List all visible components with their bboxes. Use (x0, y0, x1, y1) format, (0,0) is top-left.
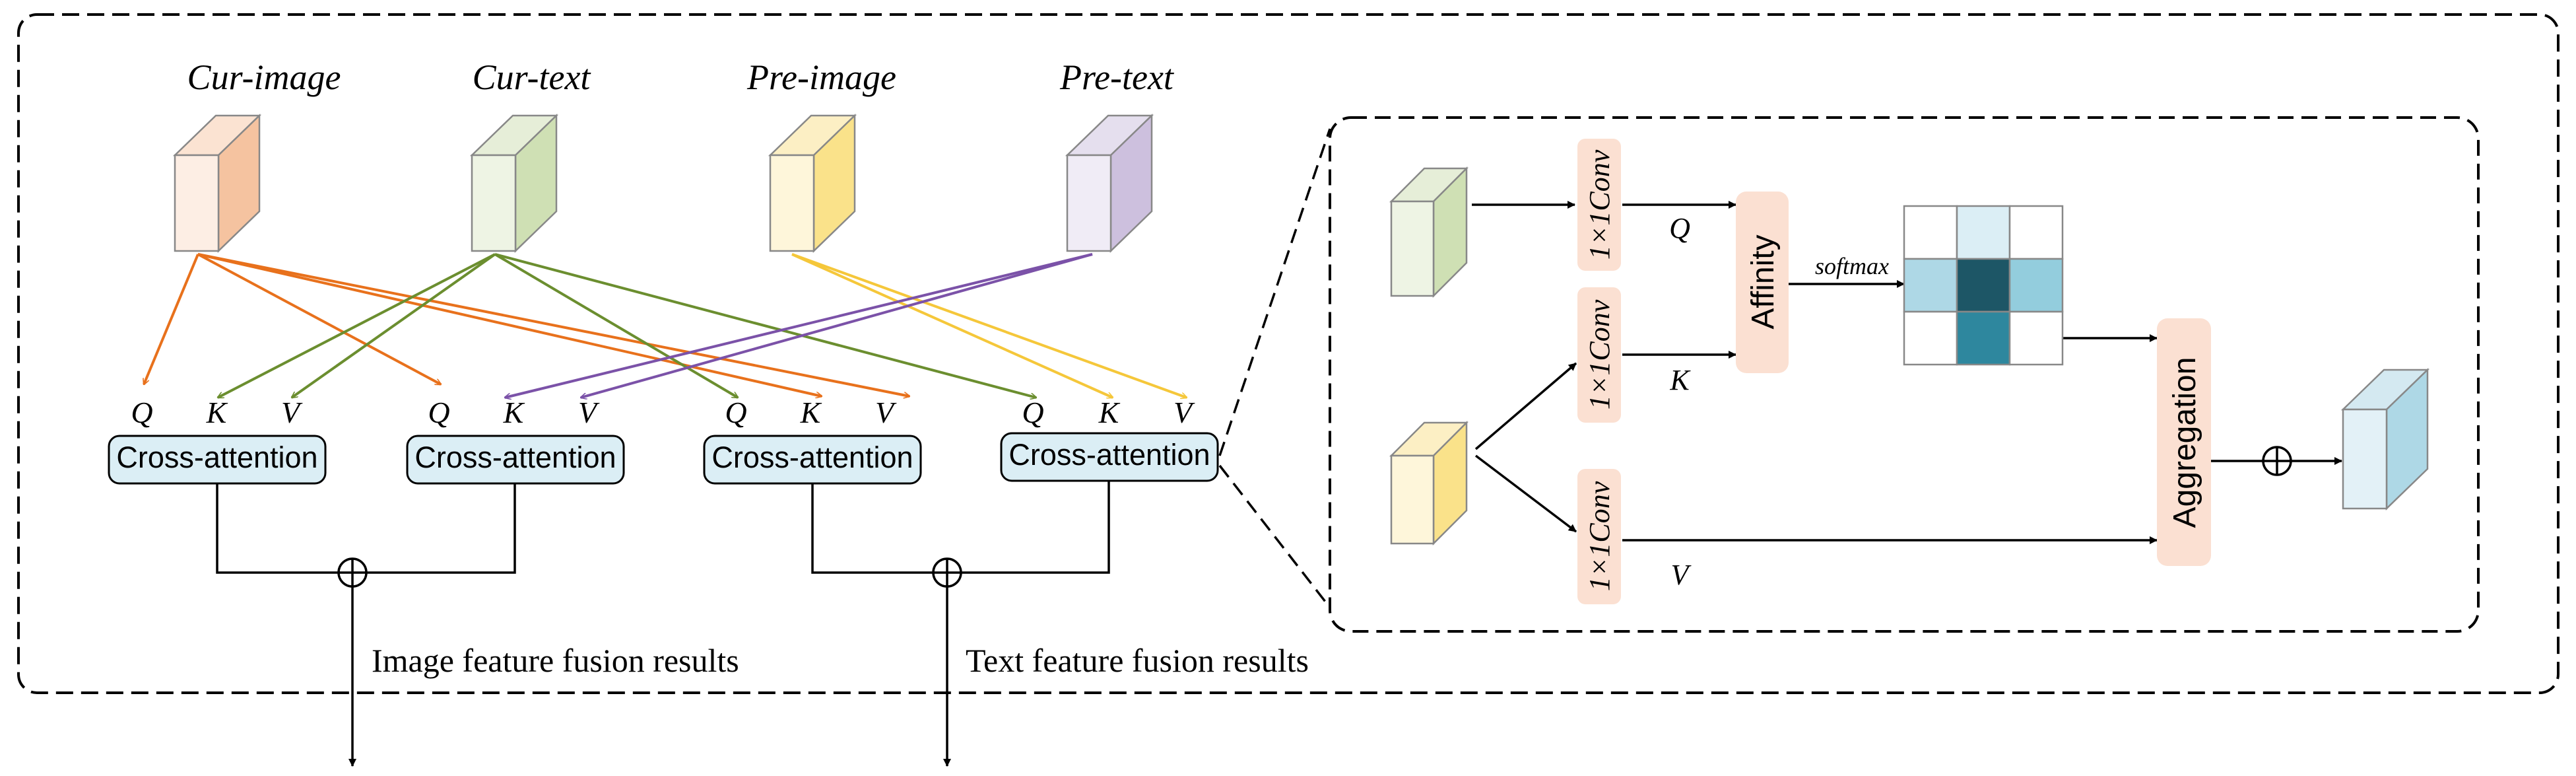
cross-attention-label-4: Cross-attention (1008, 438, 1210, 472)
conv-v-box: 1×1Conv (1577, 469, 1621, 604)
cross-attention-label-3: Cross-attention (711, 441, 913, 474)
cross-attention-block-1: Cross-attention (108, 435, 327, 485)
cross-attention-label-2: Cross-attention (414, 441, 616, 474)
v-label-1: V (281, 396, 303, 429)
pre-text-arrows (505, 253, 1093, 398)
text-fusion-label: Text feature fusion results (966, 642, 1309, 679)
softmax-label: softmax (1815, 253, 1889, 279)
q-label-2: Q (428, 396, 449, 429)
detail-output-cube (2340, 368, 2430, 511)
image-fusion-plus-icon (337, 557, 368, 588)
cross-attention-block-4: Cross-attention (1000, 432, 1219, 482)
detail-arrows (1472, 201, 2342, 544)
conv-v-label: 1×1Conv (1583, 481, 1616, 591)
pre-text-title: Pre-text (1059, 57, 1175, 97)
zoom-indicator-lines (1218, 128, 1331, 609)
aggregation-label: Aggregation (2167, 357, 2202, 528)
pre-text-cube (1065, 114, 1154, 253)
qkv-labels: Q K V Q K V Q K V Q K V (131, 396, 1195, 429)
image-fusion-connector (216, 483, 516, 767)
conv-q-label: 1×1Conv (1583, 149, 1616, 260)
detail-k-label: K (1669, 364, 1691, 396)
aggregation-box: Aggregation (2157, 318, 2211, 566)
cross-attention-block-3: Cross-attention (703, 435, 922, 485)
text-fusion-plus-icon (932, 557, 962, 588)
image-fusion-label: Image feature fusion results (372, 642, 739, 679)
cur-text-arrows (218, 253, 1036, 398)
pre-image-cube (768, 114, 857, 253)
detail-q-label: Q (1669, 212, 1690, 244)
conv-k-label: 1×1Conv (1583, 299, 1616, 409)
conv-q-box: 1×1Conv (1577, 139, 1621, 271)
text-fusion-connector (811, 481, 1110, 767)
k-label-1: K (206, 396, 228, 429)
v-label-3: V (875, 396, 897, 429)
affinity-label: Affinity (1746, 234, 1781, 329)
detail-panel (1329, 116, 2480, 633)
k-label-2: K (503, 396, 525, 429)
cross-attention-block-2: Cross-attention (406, 435, 625, 485)
conv-k-box: 1×1Conv (1577, 287, 1621, 423)
cur-image-arrows (144, 253, 909, 396)
detail-v-label: V (1671, 559, 1692, 591)
q-label-1: Q (131, 396, 152, 429)
v-label-2: V (578, 396, 600, 429)
pre-image-arrows (791, 253, 1187, 398)
q-label-3: Q (725, 396, 746, 429)
pre-image-title: Pre-image (746, 57, 896, 97)
detail-query-cube (1389, 166, 1469, 299)
k-label-4: K (1098, 396, 1121, 429)
cur-text-title: Cur-text (473, 57, 592, 97)
affinity-box: Affinity (1736, 192, 1789, 373)
outer-frame (17, 13, 2559, 694)
cross-attention-label-1: Cross-attention (116, 441, 317, 474)
cur-image-cube (172, 114, 262, 253)
v-label-4: V (1173, 396, 1195, 429)
q-label-4: Q (1022, 396, 1043, 429)
attention-map-grid (1903, 205, 2064, 366)
detail-key-value-cube (1389, 420, 1469, 546)
residual-plus-icon (2262, 446, 2292, 476)
k-label-3: K (800, 396, 822, 429)
cur-text-cube (469, 114, 559, 253)
cur-image-title: Cur-image (187, 57, 341, 97)
